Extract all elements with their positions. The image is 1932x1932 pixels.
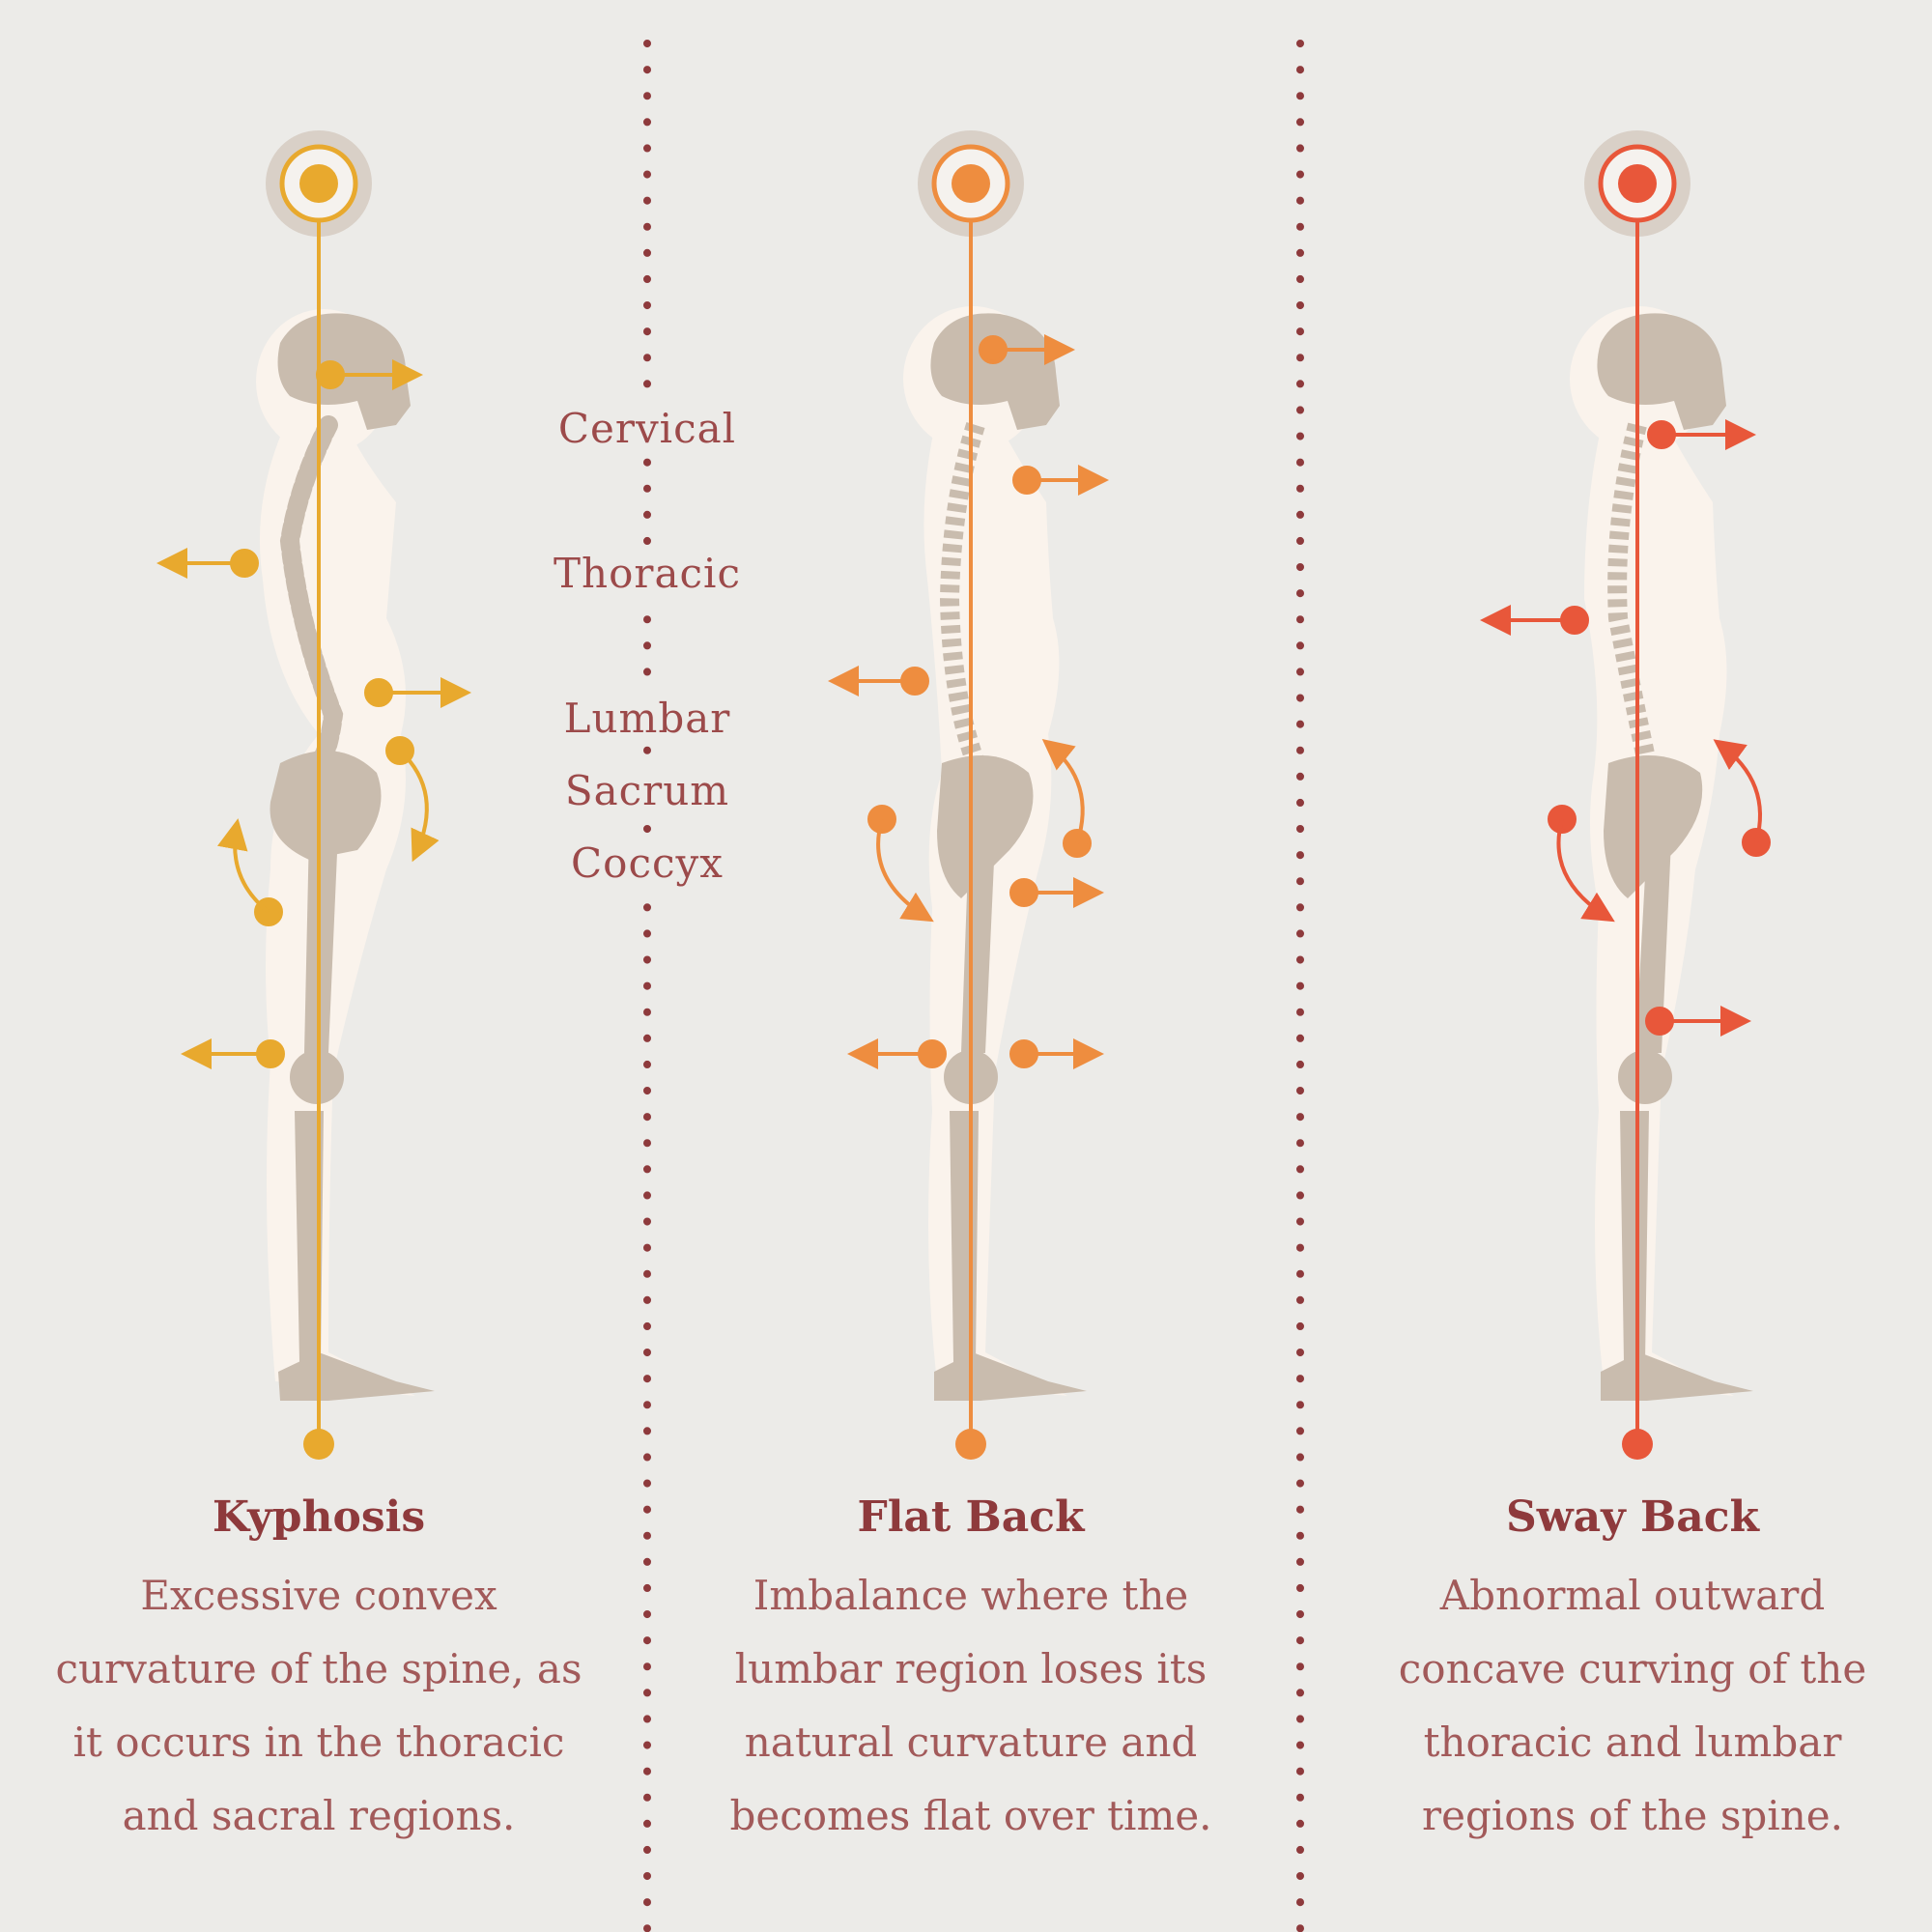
kyphosis-desc-line: it occurs in the thoracic <box>72 1719 565 1766</box>
tibia-icon <box>950 1111 979 1362</box>
femur-icon <box>1635 840 1671 1053</box>
column-divider-right <box>1295 39 1305 1932</box>
spine-icon <box>1607 422 1657 766</box>
kyphosis-figure <box>10 0 628 1488</box>
plumb-weight-icon <box>303 1429 334 1460</box>
flat-back-caption: Flat Back Imbalance where the lumbar reg… <box>671 1492 1270 1853</box>
flat-back-title: Flat Back <box>857 1492 1085 1542</box>
plumb-weight-icon <box>1622 1429 1653 1460</box>
kyphosis-desc-line: and sacral regions. <box>122 1792 516 1839</box>
femur-icon <box>304 831 338 1053</box>
label-coccyx: Coccyx <box>502 836 792 891</box>
sway-back-title: Sway Back <box>1505 1492 1760 1542</box>
flat-back-desc-line: lumbar region loses its <box>734 1645 1208 1692</box>
sway-back-caption: Sway Back Abnormal outward concave curvi… <box>1333 1492 1932 1853</box>
label-sacrum: Sacrum <box>502 763 792 818</box>
plumb-weight-icon <box>955 1429 986 1460</box>
label-cervical: Cervical <box>502 401 792 456</box>
skull-icon <box>1597 313 1726 430</box>
pelvis-icon <box>937 755 1034 898</box>
sway-back-figure <box>1328 0 1932 1488</box>
label-thoracic: Thoracic <box>502 546 792 601</box>
flat-back-desc-line: becomes flat over time. <box>729 1792 1212 1839</box>
spine-icon <box>279 415 344 773</box>
sway-back-desc-line: regions of the spine. <box>1422 1792 1843 1839</box>
flat-back-figure <box>662 0 1280 1488</box>
force-markers <box>1480 419 1771 1037</box>
spine-icon <box>939 422 985 767</box>
force-markers <box>828 334 1109 1069</box>
sway-back-desc-line: concave curving of the <box>1398 1645 1867 1692</box>
force-markers <box>156 359 471 1069</box>
sway-back-desc-line: thoracic and lumbar <box>1423 1719 1842 1766</box>
kyphosis-desc-line: curvature of the spine, as <box>55 1645 582 1692</box>
pelvis-icon <box>1604 755 1703 898</box>
sway-back-desc-line: Abnormal outward <box>1439 1572 1826 1619</box>
pelvis-icon <box>270 751 382 860</box>
kyphosis-desc-line: Excessive convex <box>140 1572 497 1619</box>
tibia-icon <box>1620 1111 1649 1362</box>
tibia-icon <box>295 1111 324 1362</box>
skull-icon <box>930 313 1060 430</box>
kyphosis-title: Kyphosis <box>212 1492 426 1542</box>
label-lumbar: Lumbar <box>502 691 792 746</box>
column-divider-left <box>642 39 652 1932</box>
kyphosis-caption: Kyphosis Excessive convex curvature of t… <box>19 1492 618 1853</box>
flat-back-desc-line: Imbalance where the <box>753 1572 1189 1619</box>
flat-back-desc-line: natural curvature and <box>744 1719 1198 1766</box>
